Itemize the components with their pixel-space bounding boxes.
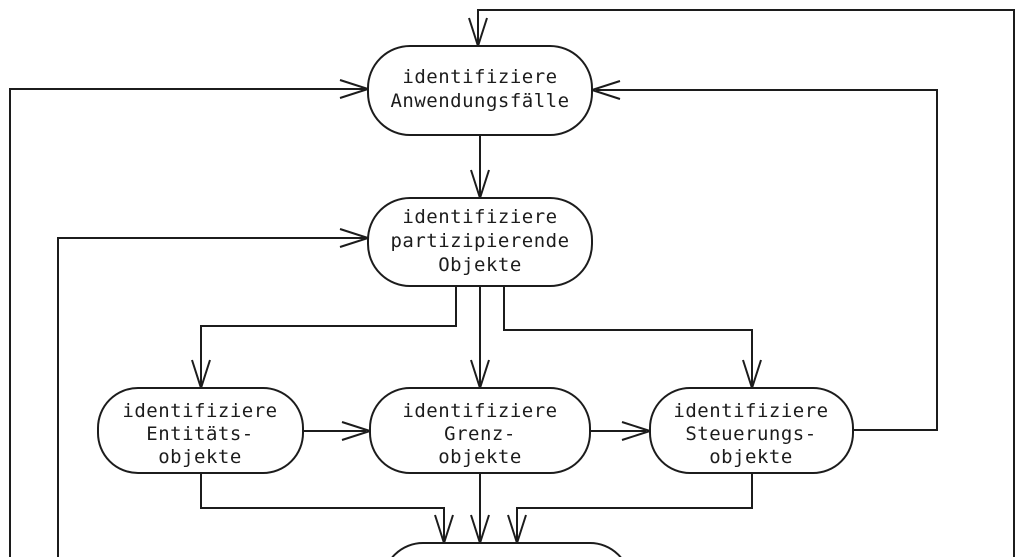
node-entity-shape (97, 387, 304, 474)
edge-control-to-usecases-feedback (596, 89, 938, 431)
edge-participating-to-control (503, 286, 753, 386)
edge-control-to-bottom (516, 473, 753, 541)
edge-participating-to-entity (200, 286, 457, 386)
node-identifiziere-grenzobjekte: identifiziere Grenz- objekte (369, 387, 591, 474)
node-identifiziere-entitaetsobjekte: identifiziere Entitäts- objekte (97, 387, 304, 474)
node-entity-label-line2: Entitäts- (146, 423, 253, 445)
edge-loop-right-top-to-usecases (477, 9, 1015, 557)
node-participating-label-line1: identifiziere (402, 206, 557, 228)
node-boundary-shape (369, 387, 591, 474)
node-partial-bottom (391, 542, 622, 557)
node-identifiziere-steuerungsobjekte: identifiziere Steuerungs- objekte (649, 387, 854, 474)
edge-loop-left-inner-to-participating (57, 237, 366, 557)
node-entity-label-line3: objekte (158, 446, 242, 468)
node-boundary-label-line1: identifiziere (402, 400, 557, 422)
edge-loop-left-outer-to-usecases (9, 88, 366, 557)
node-bottom-shape (391, 542, 622, 557)
edge-entity-to-bottom (200, 473, 445, 541)
node-usecases-label-line1: identifiziere (402, 66, 557, 88)
node-control-label-line2: Steuerungs- (685, 423, 816, 445)
node-participating-shape (367, 197, 593, 287)
node-boundary-label-line2: Grenz- (444, 423, 516, 445)
node-participating-label-line3: Objekte (438, 254, 522, 276)
node-identifiziere-anwendungsfaelle: identifiziere Anwendungsfälle (367, 45, 593, 136)
node-boundary-label-line3: objekte (438, 446, 522, 468)
node-control-shape (649, 387, 854, 474)
node-identifiziere-partizipierende-objekte: identifiziere partizipierende Objekte (367, 197, 593, 287)
node-usecases-shape (367, 45, 593, 136)
node-usecases-label-line2: Anwendungsfälle (390, 90, 569, 112)
node-entity-label-line1: identifiziere (122, 400, 277, 422)
node-participating-label-line2: partizipierende (390, 230, 569, 252)
node-control-label-line1: identifiziere (673, 400, 828, 422)
node-control-label-line3: objekte (709, 446, 793, 468)
